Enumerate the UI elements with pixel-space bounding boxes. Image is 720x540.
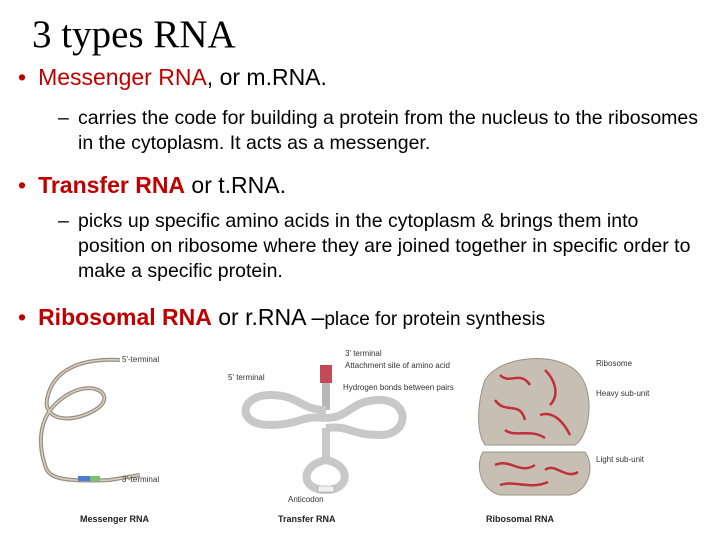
- bullet-rest-small: place for protein synthesis: [324, 309, 546, 330]
- trna-illustration: 3' terminal 5' terminal Attachment site …: [228, 349, 454, 524]
- trna-label-attach: Attachment site of amino acid: [345, 361, 450, 370]
- rrna-label-heavy: Heavy sub-unit: [596, 389, 650, 398]
- trna-t-arm: [325, 395, 407, 440]
- rrna-label-ribosome: Ribosome: [596, 359, 633, 368]
- trna-anticodon: [317, 485, 335, 493]
- mrna-label-5: 5'-terminal: [122, 355, 159, 364]
- bullet-term: Ribosomal RNA: [38, 304, 212, 330]
- bullet-rest: or r.RNA –: [211, 304, 325, 330]
- mrna-strand: [38, 357, 141, 483]
- trna-label-hbond: Hydrogen bonds between pairs: [343, 383, 454, 392]
- bullet-rest: or t.RNA.: [185, 172, 287, 198]
- mrna-segment-green: [90, 476, 100, 481]
- bullet-term: Transfer RNA: [38, 172, 186, 198]
- sub-text: carries the code for building a protein …: [78, 107, 699, 154]
- sub-bullet-transfer: – picks up specific amino acids in the c…: [58, 209, 698, 284]
- trna-amino-site: [320, 365, 332, 383]
- rna-diagram: 5'-terminal 3'-terminal Messenger RNA 3'…: [38, 349, 650, 524]
- bullet-dot: •: [18, 172, 27, 198]
- ribosome-rrna-strands: [493, 369, 572, 440]
- bullet-ribosomal-rna: • Ribosomal RNA or r.RNA –place for prote…: [18, 304, 545, 331]
- trna-d-arm: [241, 390, 327, 430]
- mrna-label-3: 3'-terminal: [122, 475, 159, 484]
- bullet-messenger-rna: • Messenger RNA, or m.RNA.: [18, 64, 327, 91]
- trna-caption: Transfer RNA: [278, 514, 336, 524]
- bullet-dot: •: [18, 304, 27, 330]
- mrna-segment-blue: [78, 476, 90, 481]
- sub-dash: –: [58, 210, 69, 232]
- rrna-label-light: Light sub-unit: [596, 455, 645, 464]
- trna-label-3: 3' terminal: [345, 349, 382, 358]
- ribosome-rrna-strands-light: [494, 462, 579, 487]
- slide-title: 3 types RNA: [32, 13, 236, 56]
- rrna-illustration: Ribosome Heavy sub-unit Light sub-unit R…: [478, 358, 650, 524]
- mrna-caption: Messenger RNA: [80, 514, 150, 524]
- bullet-rest: , or m.RNA.: [206, 64, 327, 90]
- rrna-caption: Ribosomal RNA: [486, 514, 555, 524]
- sub-bullet-messenger: – carries the code for building a protei…: [58, 106, 708, 156]
- bullet-dot: •: [18, 64, 27, 90]
- bullet-transfer-rna: • Transfer RNA or t.RNA.: [18, 172, 286, 199]
- mrna-strand-highlight: [40, 359, 141, 482]
- trna-anticodon-arm: [302, 428, 349, 495]
- trna-label-anticodon: Anticodon: [288, 495, 324, 504]
- sub-dash: –: [58, 107, 69, 129]
- trna-label-5: 5' terminal: [228, 373, 265, 382]
- bullet-term: Messenger RNA: [38, 64, 207, 90]
- mrna-illustration: 5'-terminal 3'-terminal Messenger RNA: [38, 355, 159, 524]
- sub-text: picks up specific amino acids in the cyt…: [78, 210, 691, 282]
